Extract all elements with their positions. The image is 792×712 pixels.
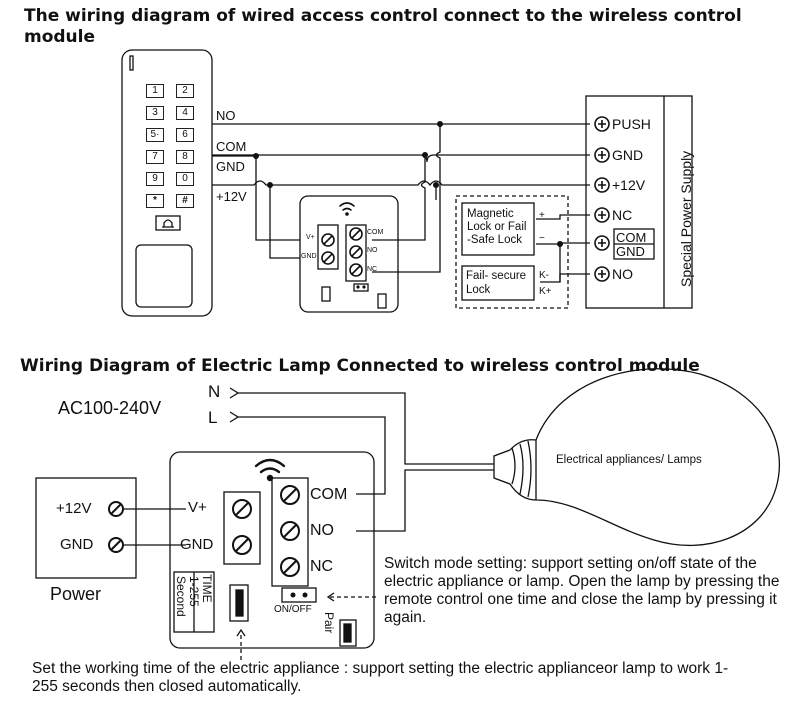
n-arrow: [229, 387, 240, 399]
screw-terminals-small: [321, 227, 363, 277]
failsecure-box: [461, 265, 535, 301]
key-6: 6: [176, 128, 194, 142]
ac-label: AC100-240V: [58, 398, 162, 418]
power-supply-box: [585, 95, 693, 309]
keypad-card-reader: [135, 244, 193, 308]
key-2: 2: [176, 84, 194, 98]
wifi-icon-small: [339, 202, 355, 216]
label-gnd: GND: [216, 159, 245, 174]
power-12v: +12V: [56, 500, 92, 517]
key-star: *: [146, 194, 164, 208]
power-box: [35, 477, 137, 579]
ps-push: PUSH: [612, 116, 651, 132]
key-4: 4: [176, 106, 194, 120]
key-5: 5·: [146, 128, 164, 142]
ps-gnd2: GND: [616, 244, 645, 259]
key-8: 8: [176, 150, 194, 164]
module-small: [299, 195, 399, 313]
maglock-line1: Magnetic: [467, 208, 514, 220]
screw-terminals-large: [108, 485, 300, 577]
ps-com: COM: [616, 230, 647, 245]
diagram1-title: The wiring diagram of wired access contr…: [24, 6, 742, 47]
ps-no: NO: [612, 266, 633, 282]
label-12v: +12V: [216, 189, 247, 204]
module-pair: Pair: [322, 612, 336, 634]
l-label: L: [208, 408, 218, 427]
switch-mode-note: Switch mode setting: support setting on/…: [384, 555, 780, 626]
wire-n: [238, 392, 494, 465]
lamp-base: [493, 439, 537, 501]
bell-icon: [162, 219, 174, 228]
module-no: NO: [310, 522, 334, 539]
key-hash: #: [176, 194, 194, 208]
failsecure-line2: Lock: [466, 284, 491, 296]
maglock-minus: −: [539, 233, 545, 244]
maglock-line2: Lock or Fail: [467, 221, 527, 233]
key-9: 9: [146, 172, 164, 186]
power-label: Power: [50, 584, 102, 604]
ps-side-label: Special Power Supply: [678, 150, 694, 287]
maglock-box: [461, 202, 535, 256]
key-7: 7: [146, 150, 164, 164]
key-3: 3: [146, 106, 164, 120]
keypad-bell-key: [155, 215, 181, 231]
module-onoff: ON/OFF: [274, 604, 312, 615]
keypad-led: [129, 55, 134, 71]
ps-gnd: GND: [612, 147, 644, 163]
power-gnd: GND: [60, 536, 94, 553]
small-no: NO: [367, 247, 378, 254]
ps-12v: +12V: [612, 177, 646, 193]
label-no: NO: [216, 108, 236, 123]
failsecure-line1: Fail- secure: [466, 270, 527, 282]
wire-gnd-row: [212, 180, 590, 187]
maglock-plus: +: [539, 210, 545, 221]
module-nc: NC: [310, 558, 334, 575]
module-time: TIME: [200, 574, 214, 603]
power-supply-terminals: [594, 116, 610, 282]
module-big: [169, 451, 375, 649]
lock-area: [455, 195, 569, 309]
small-vplus: V+: [306, 234, 315, 241]
maglock-line3: -Safe Lock: [467, 234, 522, 246]
failsecure-kplus: K+: [539, 286, 552, 297]
wire-no2: [356, 469, 494, 532]
keypad-body: [121, 49, 213, 317]
small-com: COM: [367, 229, 384, 236]
lamp-bulb: [535, 368, 780, 547]
l-arrow: [229, 411, 240, 423]
wifi-icon-large: [254, 458, 286, 482]
key-0: 0: [176, 172, 194, 186]
module-gnd: GND: [180, 536, 214, 553]
working-time-note: Set the working time of the electric app…: [32, 660, 729, 695]
module-second: Second: [174, 576, 188, 617]
n-label: N: [208, 382, 221, 401]
lamp-label: Electrical appliances/ Lamps: [556, 454, 702, 466]
module-com: COM: [310, 486, 348, 503]
module-range: 1-255: [187, 576, 201, 607]
diagram2-title: Wiring Diagram of Electric Lamp Connecte…: [20, 356, 700, 376]
label-com: COM: [216, 139, 247, 154]
small-nc: NC: [367, 266, 378, 273]
module-vplus: V+: [188, 499, 207, 516]
key-1: 1: [146, 84, 164, 98]
wire-com: [212, 154, 590, 163]
wire-l: [238, 416, 386, 495]
ps-nc: NC: [612, 207, 633, 223]
small-gnd: GND: [301, 253, 317, 260]
failsecure-kminus: K-: [539, 270, 549, 281]
